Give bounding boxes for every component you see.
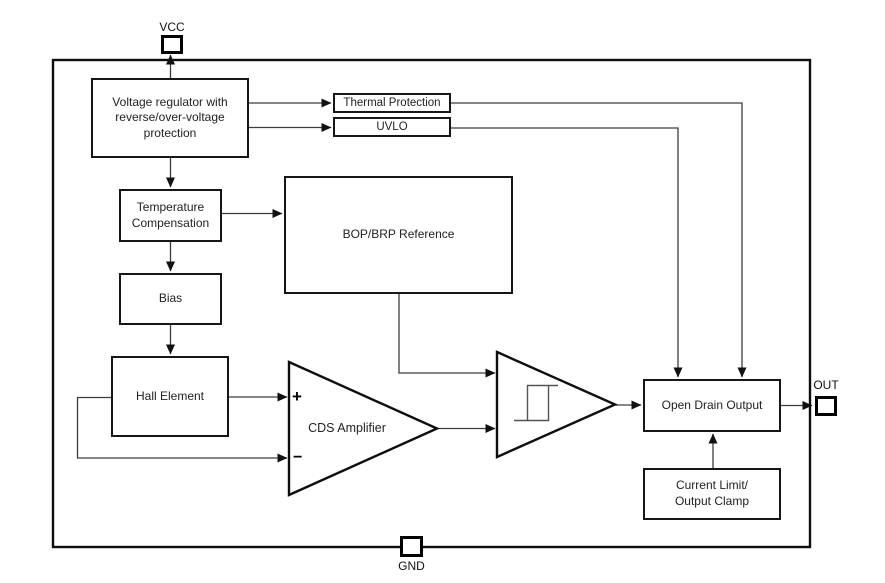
gnd-pin	[400, 536, 423, 557]
wire-thermal-to-opendrain	[451, 102, 747, 378]
wire-uvlo-to-opendrain	[451, 127, 683, 378]
block-hall-element: Hall Element	[111, 356, 229, 437]
block-uvlo: UVLO	[333, 117, 451, 137]
cds-amplifier-triangle	[287, 360, 440, 497]
chip-boundary	[51, 58, 812, 549]
cds-plus-input-sign: +	[292, 387, 302, 406]
out-pin	[815, 396, 837, 416]
gnd-pin-label: GND	[398, 559, 425, 573]
cds-amplifier-label: CDS Amplifier	[308, 421, 386, 435]
block-voltage-regulator: Voltage regulator with reverse/over-volt…	[91, 78, 249, 158]
block-current-limit-output-clamp: Current Limit/ Output Clamp	[643, 468, 781, 520]
block-bop-brp-reference: BOP/BRP Reference	[284, 176, 513, 294]
block-open-drain-output: Open Drain Output	[643, 379, 781, 432]
vcc-pin-label: VCC	[159, 20, 185, 34]
block-temperature-compensation: Temperature Compensation	[119, 189, 222, 242]
block-thermal-protection: Thermal Protection	[333, 93, 451, 113]
block-bias: Bias	[119, 273, 222, 325]
schmitt-trigger-triangle	[495, 350, 618, 459]
wire-bop-to-schmitt	[398, 294, 496, 378]
vcc-pin	[161, 35, 183, 54]
connector-lines	[76, 54, 813, 468]
cds-minus-input-sign: −	[293, 449, 303, 466]
hysteresis-icon	[514, 384, 558, 422]
wire-hall-to-cds-minus	[76, 396, 288, 463]
out-pin-label: OUT	[813, 378, 839, 392]
